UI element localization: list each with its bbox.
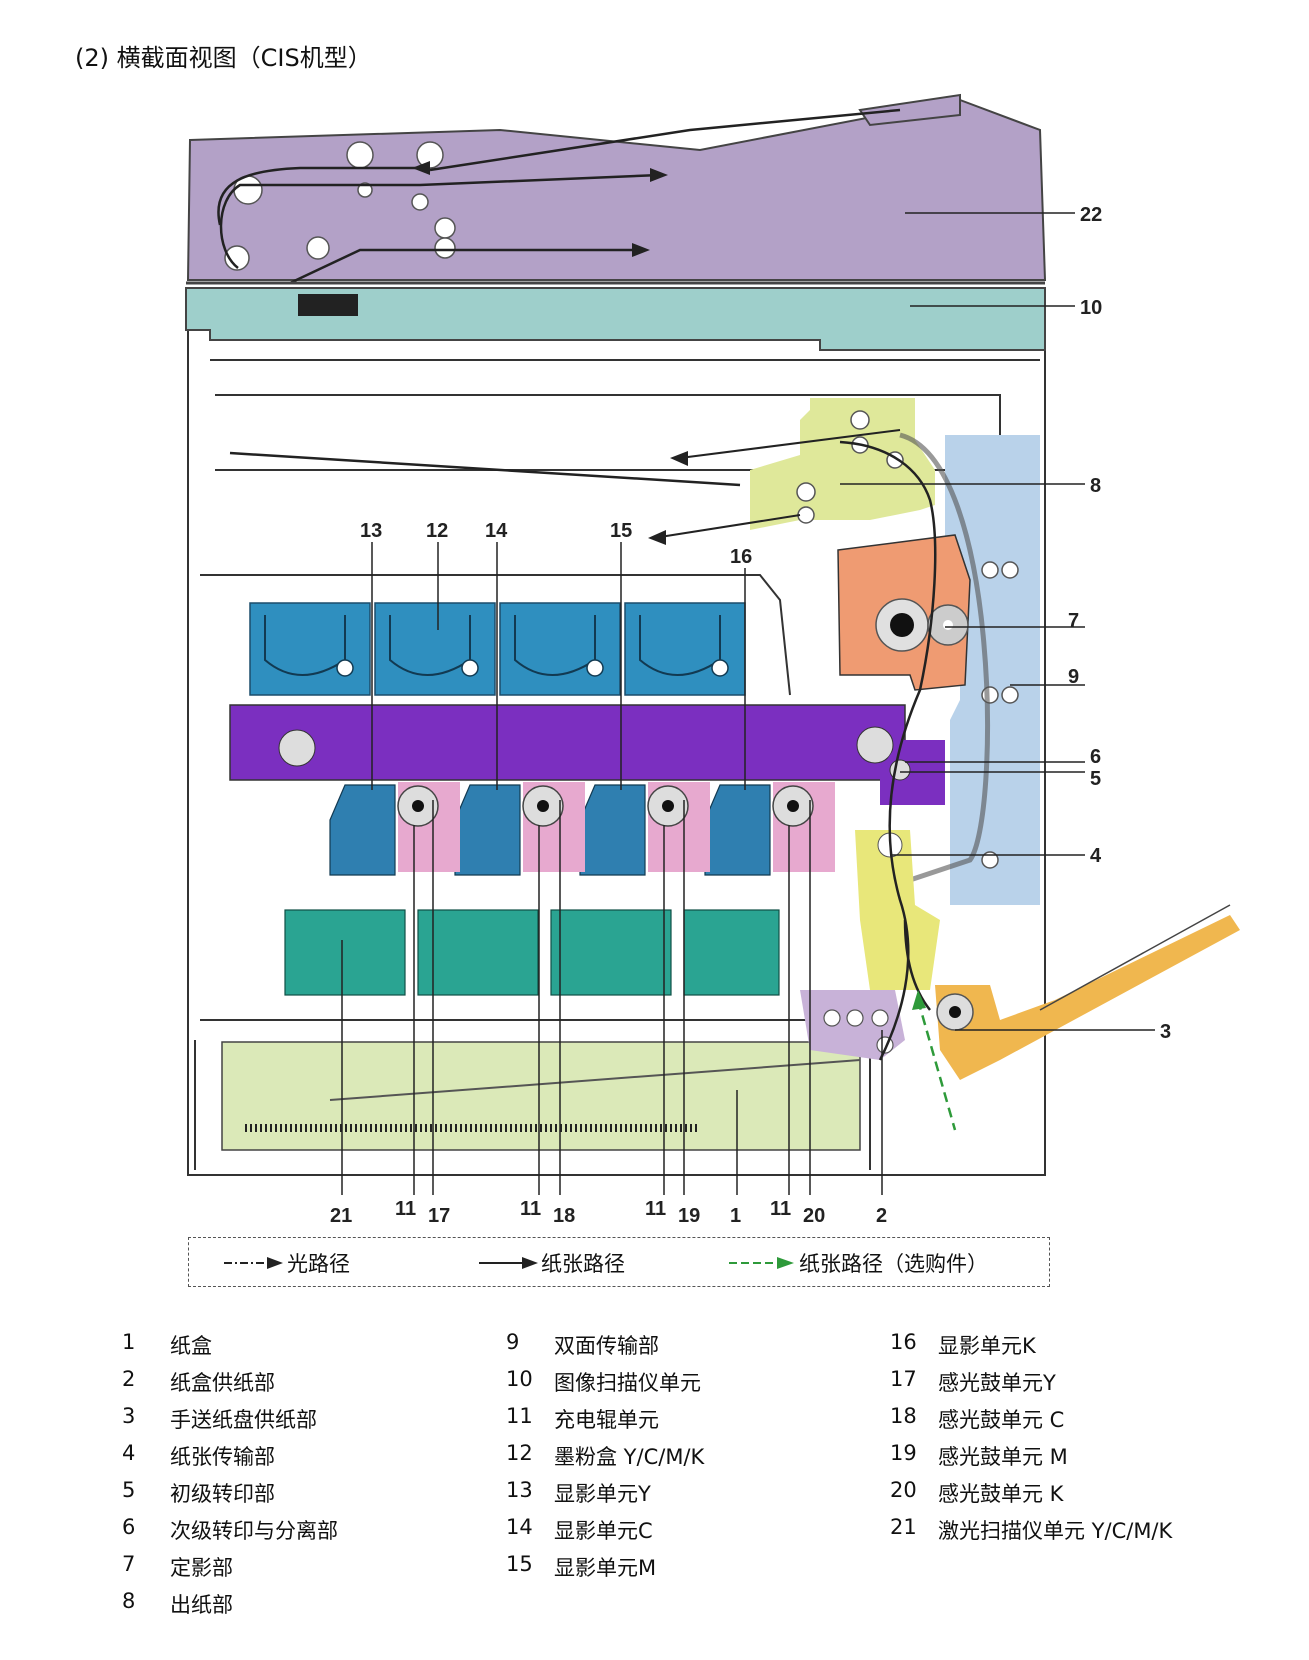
paper-cassette <box>221 1041 861 1151</box>
callout-13: 13 <box>360 520 382 542</box>
manual-feed <box>935 904 1240 1080</box>
paper-path <box>839 440 937 1061</box>
adf-unit <box>186 93 1047 285</box>
callout-11-m: 11 <box>645 1198 666 1220</box>
callout-1: 1 <box>730 1205 741 1227</box>
callout-12: 12 <box>426 520 448 542</box>
developer-units <box>329 784 771 876</box>
leader-lines <box>341 212 1155 1195</box>
drums <box>397 785 814 827</box>
callout-5: 5 <box>1090 768 1101 790</box>
cassette-feed <box>800 990 905 1060</box>
scanner-unit <box>185 281 1046 351</box>
callout-11-y: 11 <box>395 1198 416 1220</box>
callout-labels: 22 10 8 7 9 6 5 4 3 13 12 14 15 16 21 11… <box>330 204 1171 1227</box>
page-title: (2) 横截面视图（CIS机型） <box>75 44 372 72</box>
callout-4: 4 <box>1090 845 1102 867</box>
callout-11-k: 11 <box>770 1198 791 1220</box>
callout-22: 22 <box>1080 204 1102 226</box>
callout-18: 18 <box>553 1205 575 1227</box>
callout-19: 19 <box>678 1205 700 1227</box>
exit-section <box>229 398 935 545</box>
legend-arrows <box>224 1257 794 1269</box>
path-legend: 光路径 纸张路径 纸张路径（选购件） <box>188 1237 1050 1287</box>
callout-2: 2 <box>876 1205 887 1227</box>
callout-17: 17 <box>428 1205 450 1227</box>
callout-6: 6 <box>1090 746 1101 768</box>
transfer-belt <box>229 704 945 805</box>
paper-conveyance <box>855 830 940 990</box>
legend-light-path: 光路径 <box>287 1252 350 1276</box>
callout-20: 20 <box>803 1205 825 1227</box>
callout-8: 8 <box>1090 475 1101 497</box>
callout-11-c: 11 <box>520 1198 541 1220</box>
callout-7: 7 <box>1068 610 1079 632</box>
legend-paper-path: 纸张路径 <box>541 1252 625 1276</box>
callout-21: 21 <box>330 1205 352 1227</box>
callout-15: 15 <box>610 520 632 542</box>
callout-3: 3 <box>1160 1021 1171 1043</box>
callout-10: 10 <box>1080 297 1102 319</box>
callout-14: 14 <box>485 520 508 542</box>
callout-16: 16 <box>730 546 752 568</box>
duplex-section <box>879 432 1040 905</box>
callout-9: 9 <box>1068 666 1079 688</box>
laser-scanner-units <box>284 909 780 996</box>
legend-optional-path: 纸张路径（选购件） <box>799 1252 988 1276</box>
fuser-section <box>837 534 971 691</box>
